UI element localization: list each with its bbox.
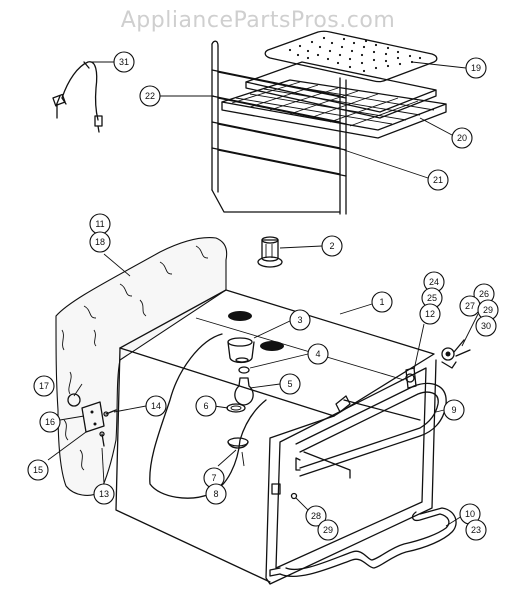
callout-23: 23 — [465, 519, 487, 541]
svg-text:17: 17 — [39, 381, 49, 391]
part-2-cap[interactable] — [257, 236, 283, 268]
svg-text:3: 3 — [297, 315, 302, 325]
part-28-connector[interactable] — [271, 483, 298, 500]
callout-1: 1 — [371, 291, 393, 313]
svg-text:14: 14 — [151, 401, 161, 411]
callout-27: 27 — [459, 295, 481, 317]
callout-11: 11 — [89, 213, 111, 235]
callout-19: 19 — [465, 57, 487, 79]
callout-15: 15 — [27, 459, 49, 481]
callout-16: 16 — [39, 411, 61, 433]
part-3-light-socket-housing[interactable] — [227, 337, 255, 364]
callout-3: 3 — [289, 309, 311, 331]
svg-text:21: 21 — [433, 175, 443, 185]
svg-text:4: 4 — [315, 349, 320, 359]
svg-text:19: 19 — [471, 63, 481, 73]
callout-13: 13 — [93, 483, 115, 505]
part-21-oven-rack[interactable] — [221, 79, 447, 139]
part-6-gasket[interactable] — [226, 403, 246, 413]
part-11-insulation-blanket[interactable] — [55, 237, 228, 496]
callout-31: 31 — [113, 51, 135, 73]
svg-text:8: 8 — [213, 489, 218, 499]
part-10-bake-element[interactable] — [269, 507, 457, 578]
svg-text:10: 10 — [465, 509, 475, 519]
callout-12: 12 — [419, 303, 441, 325]
callout-29-bottom: 29 — [317, 519, 339, 541]
svg-text:15: 15 — [33, 465, 43, 475]
callout-14: 14 — [145, 395, 167, 417]
part-13-screw[interactable] — [99, 431, 105, 447]
part-7-light-lens[interactable] — [227, 437, 249, 467]
callout-5: 5 — [279, 373, 301, 395]
part-14-screw[interactable] — [103, 409, 117, 417]
svg-text:30: 30 — [481, 321, 491, 331]
svg-text:6: 6 — [203, 401, 208, 411]
part-31-sensor-probe[interactable] — [52, 61, 103, 133]
svg-text:7: 7 — [211, 473, 216, 483]
callout-21: 21 — [427, 169, 449, 191]
svg-text:24: 24 — [429, 277, 439, 287]
callout-17: 17 — [33, 375, 55, 397]
callout-30: 30 — [475, 315, 497, 337]
callout-18: 18 — [89, 231, 111, 253]
callout-10: 10 — [459, 503, 481, 525]
svg-text:11: 11 — [95, 219, 104, 229]
watermark: AppliancePartsPros.com — [120, 8, 396, 33]
svg-text:26: 26 — [479, 289, 489, 299]
svg-text:18: 18 — [95, 237, 105, 247]
svg-text:31: 31 — [119, 57, 129, 67]
svg-text:20: 20 — [457, 133, 467, 143]
svg-text:9: 9 — [451, 405, 456, 415]
svg-text:25: 25 — [427, 293, 437, 303]
part-12-element-bracket[interactable] — [405, 367, 417, 389]
callout-9: 9 — [443, 399, 465, 421]
part-1-oven-cavity[interactable] — [115, 289, 437, 585]
svg-text:2: 2 — [329, 241, 334, 251]
svg-text:29: 29 — [323, 525, 333, 535]
callout-20: 20 — [451, 127, 473, 149]
part-16-bracket[interactable] — [81, 401, 105, 433]
svg-text:12: 12 — [425, 309, 435, 319]
svg-text:5: 5 — [287, 379, 292, 389]
part-27-terminal-block[interactable] — [441, 339, 471, 369]
leader-lines — [47, 61, 479, 527]
svg-text:23: 23 — [471, 525, 481, 535]
svg-text:29: 29 — [483, 305, 493, 315]
part-20-broiler-pan[interactable] — [245, 61, 437, 119]
callout-4: 4 — [307, 343, 329, 365]
svg-text:1: 1 — [379, 297, 384, 307]
part-17-knob[interactable] — [67, 393, 81, 407]
part-5-light-bulb[interactable] — [234, 377, 254, 406]
part-19-broiler-pan-insert[interactable] — [264, 30, 438, 83]
callout-6: 6 — [195, 395, 217, 417]
callout-2: 2 — [321, 235, 343, 257]
part-4-socket-ring[interactable] — [238, 366, 250, 374]
svg-text:27: 27 — [465, 301, 475, 311]
svg-text:16: 16 — [45, 417, 55, 427]
svg-text:28: 28 — [311, 511, 321, 521]
callout-22: 22 — [139, 85, 161, 107]
callout-28: 28 — [305, 505, 327, 527]
callout-8: 8 — [205, 483, 227, 505]
svg-text:22: 22 — [145, 91, 155, 101]
light-cutaway — [149, 333, 267, 499]
svg-text:13: 13 — [99, 489, 109, 499]
